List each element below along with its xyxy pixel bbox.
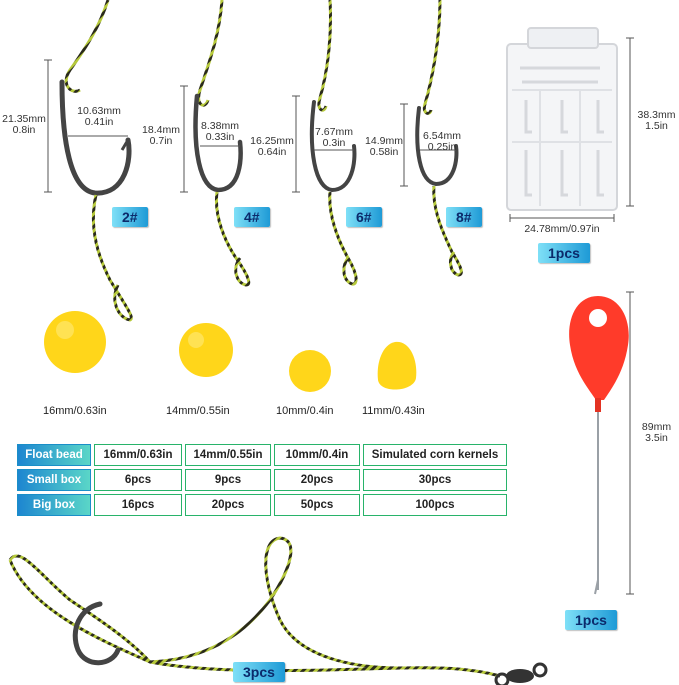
bead-14mm-icon xyxy=(179,323,233,377)
bead-label-11: 11mm/0.43in xyxy=(362,405,425,417)
corn-kernel-icon xyxy=(377,341,417,390)
table-row: Big box 16pcs 20pcs 50pcs 100pcs xyxy=(17,494,507,516)
table-cell: 50pcs xyxy=(274,494,360,516)
hook-4-line xyxy=(193,0,251,287)
table-cell: Big box xyxy=(17,494,91,516)
table-cell: 6pcs xyxy=(94,469,182,491)
size-badge-2: 2# xyxy=(112,207,148,227)
bead-16mm-icon xyxy=(44,311,106,373)
table-row: Small box 6pcs 9pcs 20pcs 30pcs xyxy=(17,469,507,491)
table-cell: Small box xyxy=(17,469,91,491)
hook-6-icon xyxy=(309,100,357,193)
table-cell: 30pcs xyxy=(363,469,507,491)
table-cell: Float bead xyxy=(17,444,91,466)
baiting-needle-icon xyxy=(569,296,629,595)
bead-label-16: 16mm/0.63in xyxy=(43,405,107,417)
table-cell: 16pcs xyxy=(94,494,182,516)
hook-2-line xyxy=(59,0,133,322)
hook-8-line xyxy=(415,0,463,277)
box-width: 24.78mm/0.97in xyxy=(524,223,600,235)
box-qty-badge: 1pcs xyxy=(538,243,590,263)
table-cell: 20pcs xyxy=(274,469,360,491)
hook-6-line xyxy=(309,0,358,286)
tackle-box-icon xyxy=(506,27,618,211)
quantity-table: Float bead 16mm/0.63in 14mm/0.55in 10mm/… xyxy=(14,441,510,519)
hook-4-icon xyxy=(193,93,243,193)
table-cell: 9pcs xyxy=(185,469,271,491)
table-cell: 20pcs xyxy=(185,494,271,516)
hook-8-icon xyxy=(415,106,459,187)
bead-10mm-icon xyxy=(289,350,331,392)
needle-qty-badge: 1pcs xyxy=(565,610,617,630)
carp-rig-icon xyxy=(8,536,548,685)
table-cell: 16mm/0.63in xyxy=(94,444,182,466)
table-cell: Simulated corn kernels xyxy=(363,444,507,466)
table-cell: 14mm/0.55in xyxy=(185,444,271,466)
bead-label-14: 14mm/0.55in xyxy=(166,405,230,417)
bead-label-10: 10mm/0.4in xyxy=(276,405,334,417)
table-cell: 100pcs xyxy=(363,494,507,516)
table-cell: 10mm/0.4in xyxy=(274,444,360,466)
size-badge-6: 6# xyxy=(346,207,382,227)
size-badge-4: 4# xyxy=(234,207,270,227)
size-badge-8: 8# xyxy=(446,207,482,227)
hook-2-icon xyxy=(59,79,132,196)
rig-qty-badge: 3pcs xyxy=(233,662,285,682)
table-header-row: Float bead 16mm/0.63in 14mm/0.55in 10mm/… xyxy=(17,444,507,466)
